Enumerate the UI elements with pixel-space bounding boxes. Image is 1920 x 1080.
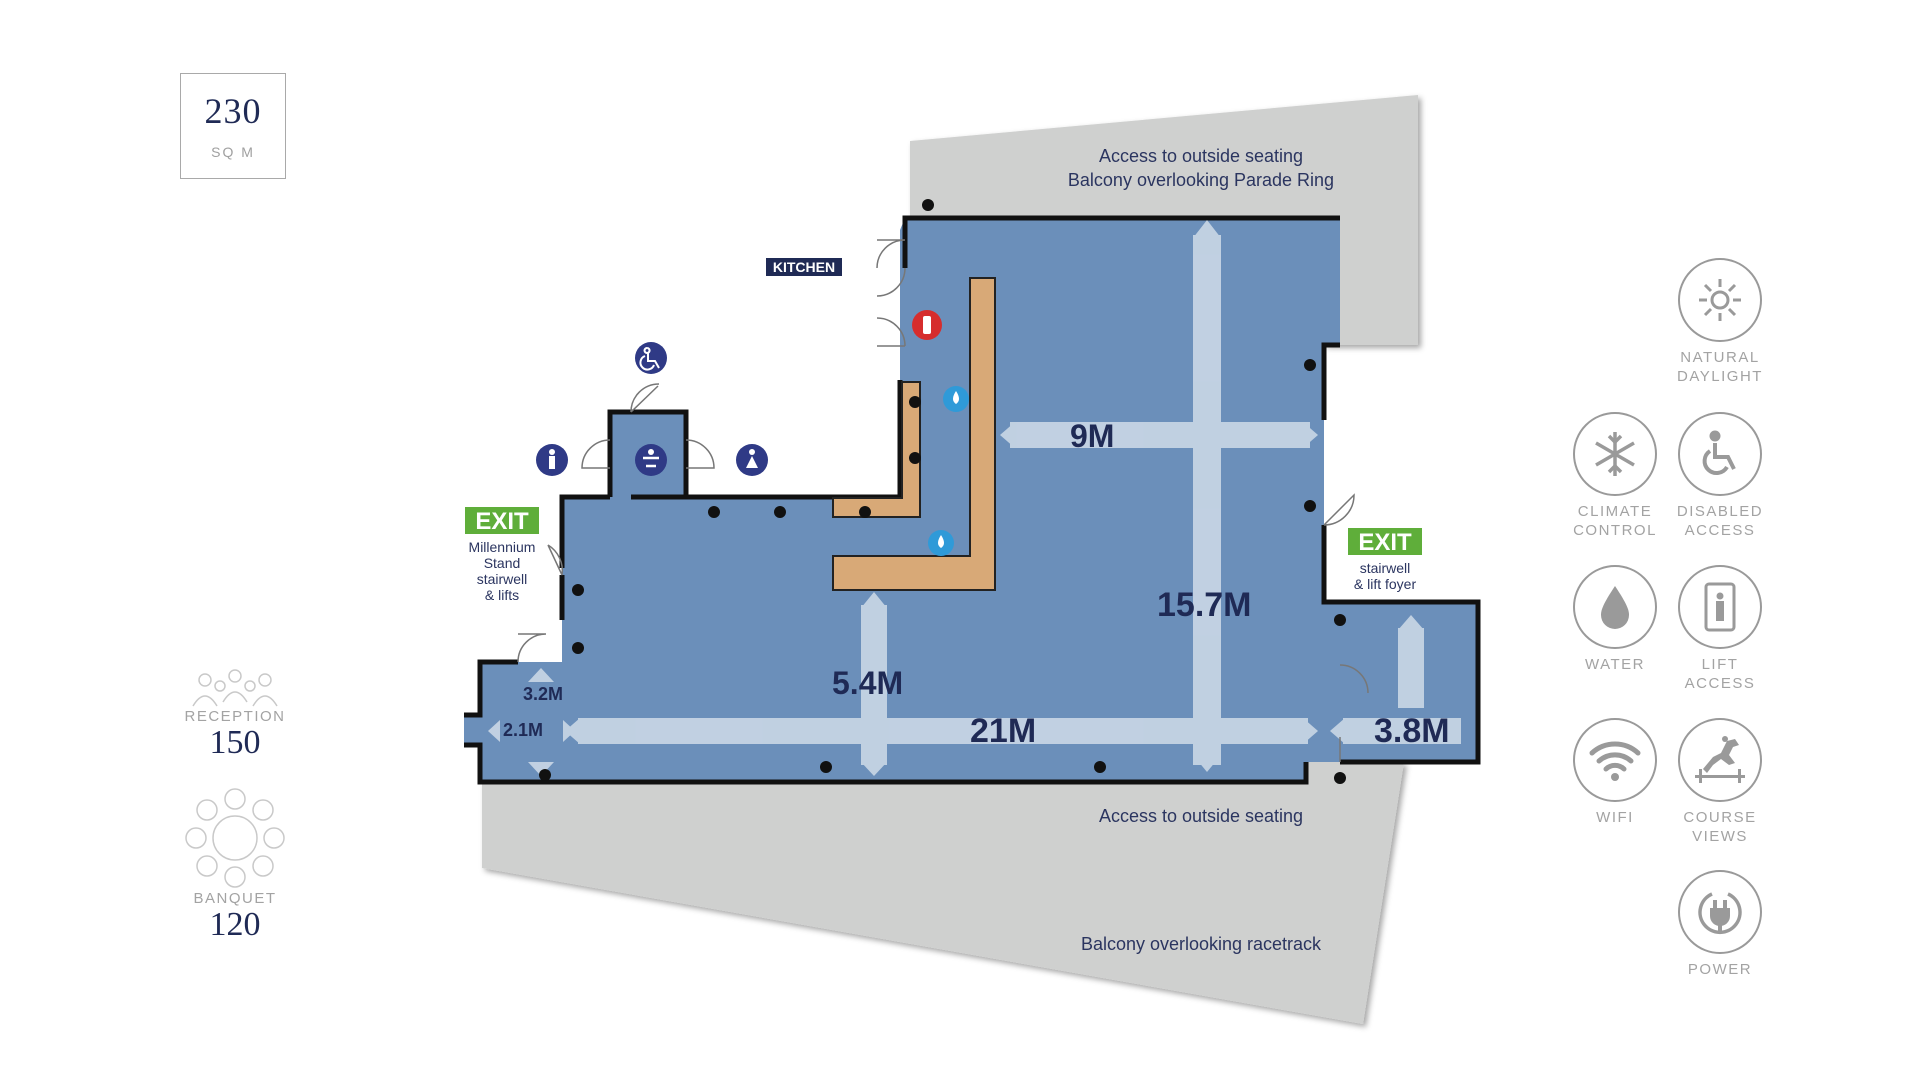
- exit-left-caption-3: stairwell: [477, 571, 528, 587]
- amenity-wifi: WIFI: [1550, 718, 1680, 827]
- kitchen-label: KITCHEN: [773, 259, 835, 275]
- area-value: 230: [204, 91, 262, 131]
- bar-counter-small: [832, 381, 921, 518]
- wifi-icon: [1573, 718, 1657, 802]
- bar-counter: [832, 277, 996, 591]
- amenity-label: CLIMATE CONTROL: [1573, 503, 1657, 539]
- exit-sign-right-label: EXIT: [1358, 529, 1412, 556]
- reception-label: RECEPTION: [184, 708, 286, 725]
- amenity-power: POWER: [1655, 870, 1785, 979]
- area-box: 230 SQ M: [180, 73, 286, 179]
- female-toilet-icon: [736, 444, 768, 476]
- dim-2-1m: 2.1M: [503, 720, 543, 740]
- exit-right-caption-2: & lift foyer: [1354, 576, 1417, 592]
- amenity-disabled-access: DISABLED ACCESS: [1655, 412, 1785, 540]
- exit-left-caption-2: Stand: [484, 555, 521, 571]
- horse-jump-icon: [1678, 718, 1762, 802]
- water-point-icon: [943, 386, 969, 412]
- water-drop-icon: [1573, 565, 1657, 649]
- balcony-racetrack: [482, 762, 1404, 1024]
- balcony-bottom-access: Access to outside seating: [1099, 806, 1303, 826]
- dimension-arrows: [488, 220, 1461, 776]
- amenity-label: COURSE VIEWS: [1683, 809, 1757, 845]
- reception-capacity: RECEPTION 150: [150, 668, 320, 761]
- doors: [517, 239, 1369, 762]
- amenity-label: WATER: [1585, 656, 1645, 673]
- banquet-capacity: BANQUET 120: [150, 786, 320, 943]
- sun-icon: [1678, 258, 1762, 342]
- dim-3-2m: 3.2M: [523, 684, 563, 704]
- exit-right-caption-1: stairwell: [1360, 560, 1411, 576]
- male-toilet-icon: [536, 444, 568, 476]
- power-plug-icon: [1678, 870, 1762, 954]
- exit-sign-right: [1348, 528, 1422, 555]
- balcony-top-line1: Access to outside seating: [1099, 146, 1303, 166]
- reception-value: 150: [209, 724, 261, 761]
- balcony-top-line2: Balcony overlooking Parade Ring: [1068, 170, 1334, 190]
- exit-sign-left: [465, 507, 539, 534]
- balcony-parade-ring: [910, 95, 1418, 345]
- exit-left-caption-1: Millennium: [469, 539, 536, 555]
- amenity-label: WIFI: [1596, 809, 1634, 826]
- amenity-climate-control: CLIMATE CONTROL: [1550, 412, 1680, 540]
- amenity-water: WATER: [1550, 565, 1680, 674]
- amenity-label: NATURAL DAYLIGHT: [1677, 349, 1763, 385]
- amenity-lift-access: LIFT ACCESS: [1655, 565, 1785, 693]
- amenity-course-views: COURSE VIEWS: [1655, 718, 1785, 846]
- amenity-label: LIFT ACCESS: [1684, 656, 1756, 692]
- area-unit: SQ M: [211, 144, 255, 160]
- banquet-value: 120: [209, 906, 261, 943]
- reception-people-icon: [192, 669, 278, 707]
- fire-extinguisher-icon: [912, 310, 942, 340]
- accessible-toilet-icon: [635, 342, 667, 374]
- exit-left-caption-4: & lifts: [485, 587, 519, 603]
- dim-15-7m: 15.7M: [1157, 586, 1252, 624]
- power-sockets: [539, 199, 1346, 784]
- wheelchair-icon: [1678, 412, 1762, 496]
- dim-5-4m: 5.4M: [832, 665, 903, 701]
- dim-21m: 21M: [970, 712, 1036, 750]
- snowflake-icon: [1573, 412, 1657, 496]
- kitchen-label-bg: [766, 258, 842, 276]
- dim-3-8m: 3.8M: [1374, 712, 1450, 750]
- lift-icon: [1678, 565, 1762, 649]
- banquet-label: BANQUET: [193, 890, 277, 907]
- exit-sign-left-label: EXIT: [475, 508, 529, 535]
- amenity-label: POWER: [1687, 961, 1753, 978]
- amenity-label: DISABLED ACCESS: [1676, 503, 1764, 539]
- water-point-icon: [928, 530, 954, 556]
- dim-9m: 9M: [1070, 418, 1114, 454]
- amenity-natural-daylight: NATURAL DAYLIGHT: [1655, 258, 1785, 386]
- balcony-bottom-label: Balcony overlooking racetrack: [1081, 934, 1322, 954]
- baby-change-icon: [635, 444, 667, 476]
- banquet-table-icon: [185, 788, 285, 888]
